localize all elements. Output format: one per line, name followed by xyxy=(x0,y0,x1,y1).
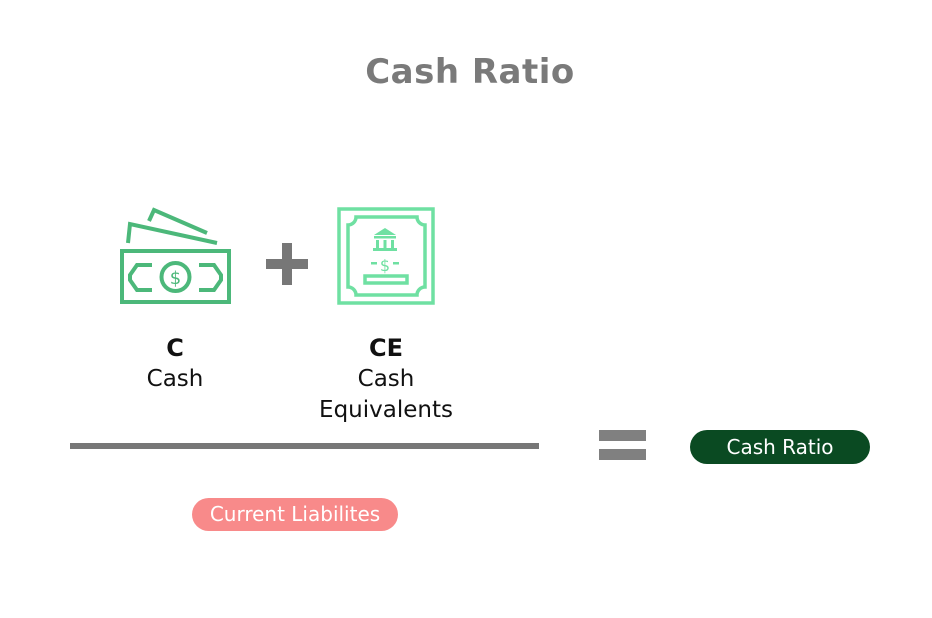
fraction-line xyxy=(70,443,539,449)
current-liabilities-pill: Current Liabilites xyxy=(192,498,398,531)
plus-icon xyxy=(266,243,308,285)
cash-abbr: C xyxy=(166,334,184,362)
diagram-title: Cash Ratio xyxy=(365,52,575,92)
result-pill: Cash Ratio xyxy=(690,430,870,464)
svg-text:$: $ xyxy=(380,256,390,275)
banknotes-icon: $ xyxy=(115,203,240,311)
cash-equivalents-label-line1: Cash xyxy=(357,366,415,392)
cash-term: C Cash xyxy=(125,333,225,395)
cash-equivalents-term: CE Cash Equivalents xyxy=(306,333,466,426)
bank-certificate-icon: $ xyxy=(335,205,438,308)
cash-equivalents-label-line2: Equivalents xyxy=(319,397,453,423)
equals-icon xyxy=(599,430,646,460)
cash-label: Cash xyxy=(146,366,204,392)
svg-text:$: $ xyxy=(170,268,181,289)
cash-equivalents-abbr: CE xyxy=(368,334,403,362)
